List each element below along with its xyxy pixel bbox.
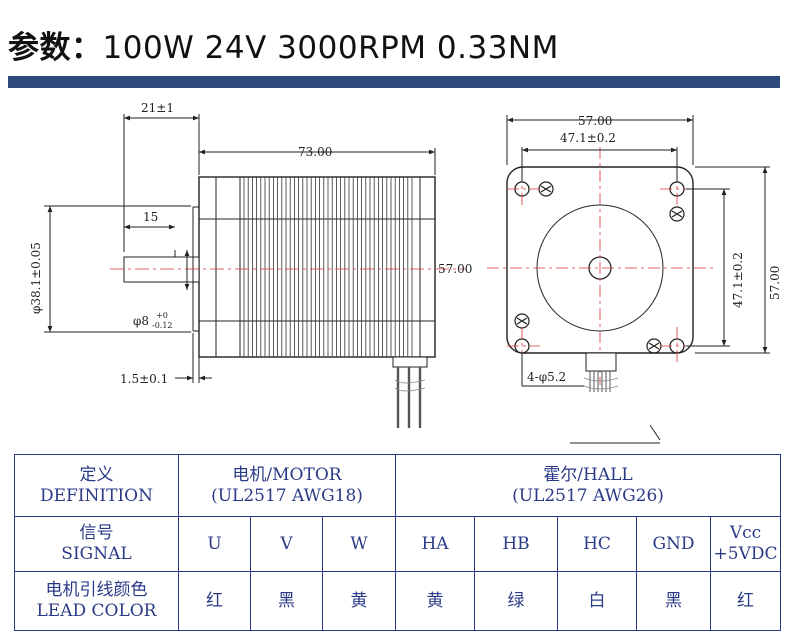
lead-color-header: 电机引线颜色 LEAD COLOR [14,571,179,631]
lead-color-row: 电机引线颜色 LEAD COLOR 红 黑 黄 黄 绿 白 黑 红 [14,571,782,631]
side-view [44,114,465,428]
color-gnd: 黑 [636,571,712,631]
color-w: 黄 [321,571,397,631]
signal-hc: HC [557,516,638,572]
dim-57-right: 57.00 [768,266,782,300]
color-u: 红 [178,571,251,631]
signal-ha: HA [395,516,476,572]
dim-1-5: 1.5±0.1 [120,372,168,386]
signal-hb: HB [474,516,559,572]
dim-47-top: 47.1±0.2 [560,131,616,145]
spec-title: 参数：100W 24V 3000RPM 0.33NM [8,22,559,67]
dim-57-side: 57.00 [438,262,472,276]
color-vcc: 红 [710,571,782,631]
signal-u: U [178,516,251,572]
header-band [8,76,780,88]
hall-header: 霍尔/HALL (UL2517 AWG26) [395,454,782,517]
spec-label: 参数： [8,30,103,66]
dim-21: 21±1 [141,101,174,115]
dim-8-upper: +0 [156,311,168,320]
color-hb: 绿 [474,571,559,631]
signal-gnd: GND [636,516,712,572]
color-ha: 黄 [395,571,476,631]
signal-w: W [321,516,397,572]
dim-57-top: 57.00 [578,114,612,128]
color-v: 黑 [250,571,323,631]
motor-header: 电机/MOTOR (UL2517 AWG18) [177,454,397,517]
dim-38: φ38.1±0.05 [29,242,43,314]
spec-value: 100W 24V 3000RPM 0.33NM [102,30,559,66]
motor-drawing: 21±1 73.00 15 φ38.1±0.05 φ8 +0 -0.12 1.5… [29,101,782,444]
dim-47-right: 47.1±0.2 [731,252,745,308]
dim-8-lower: -0.12 [152,321,173,330]
dim-holes: 4-φ5.2 [527,370,566,384]
color-hc: 白 [557,571,638,631]
dim-8: φ8 [133,314,149,328]
definition-row: 定义 DEFINITION 电机/MOTOR (UL2517 AWG18) 霍尔… [14,454,782,517]
signal-v: V [250,516,323,572]
front-view [487,115,770,444]
signal-row: 信号 SIGNAL U V W HA HB HC GND Vcc +5VDC [14,516,782,572]
signal-vcc: Vcc +5VDC [710,516,782,572]
front-view-labels: 57.00 47.1±0.2 47.1±0.2 57.00 4-φ5.2 [527,114,782,384]
dim-73: 73.00 [298,145,332,159]
wiring-table: 定义 DEFINITION 电机/MOTOR (UL2517 AWG18) 霍尔… [14,454,782,631]
signal-header: 信号 SIGNAL [14,516,179,572]
side-view-labels: 21±1 73.00 15 φ38.1±0.05 φ8 +0 -0.12 1.5… [29,101,472,386]
definition-header: 定义 DEFINITION [14,454,179,517]
dim-15: 15 [143,210,158,224]
